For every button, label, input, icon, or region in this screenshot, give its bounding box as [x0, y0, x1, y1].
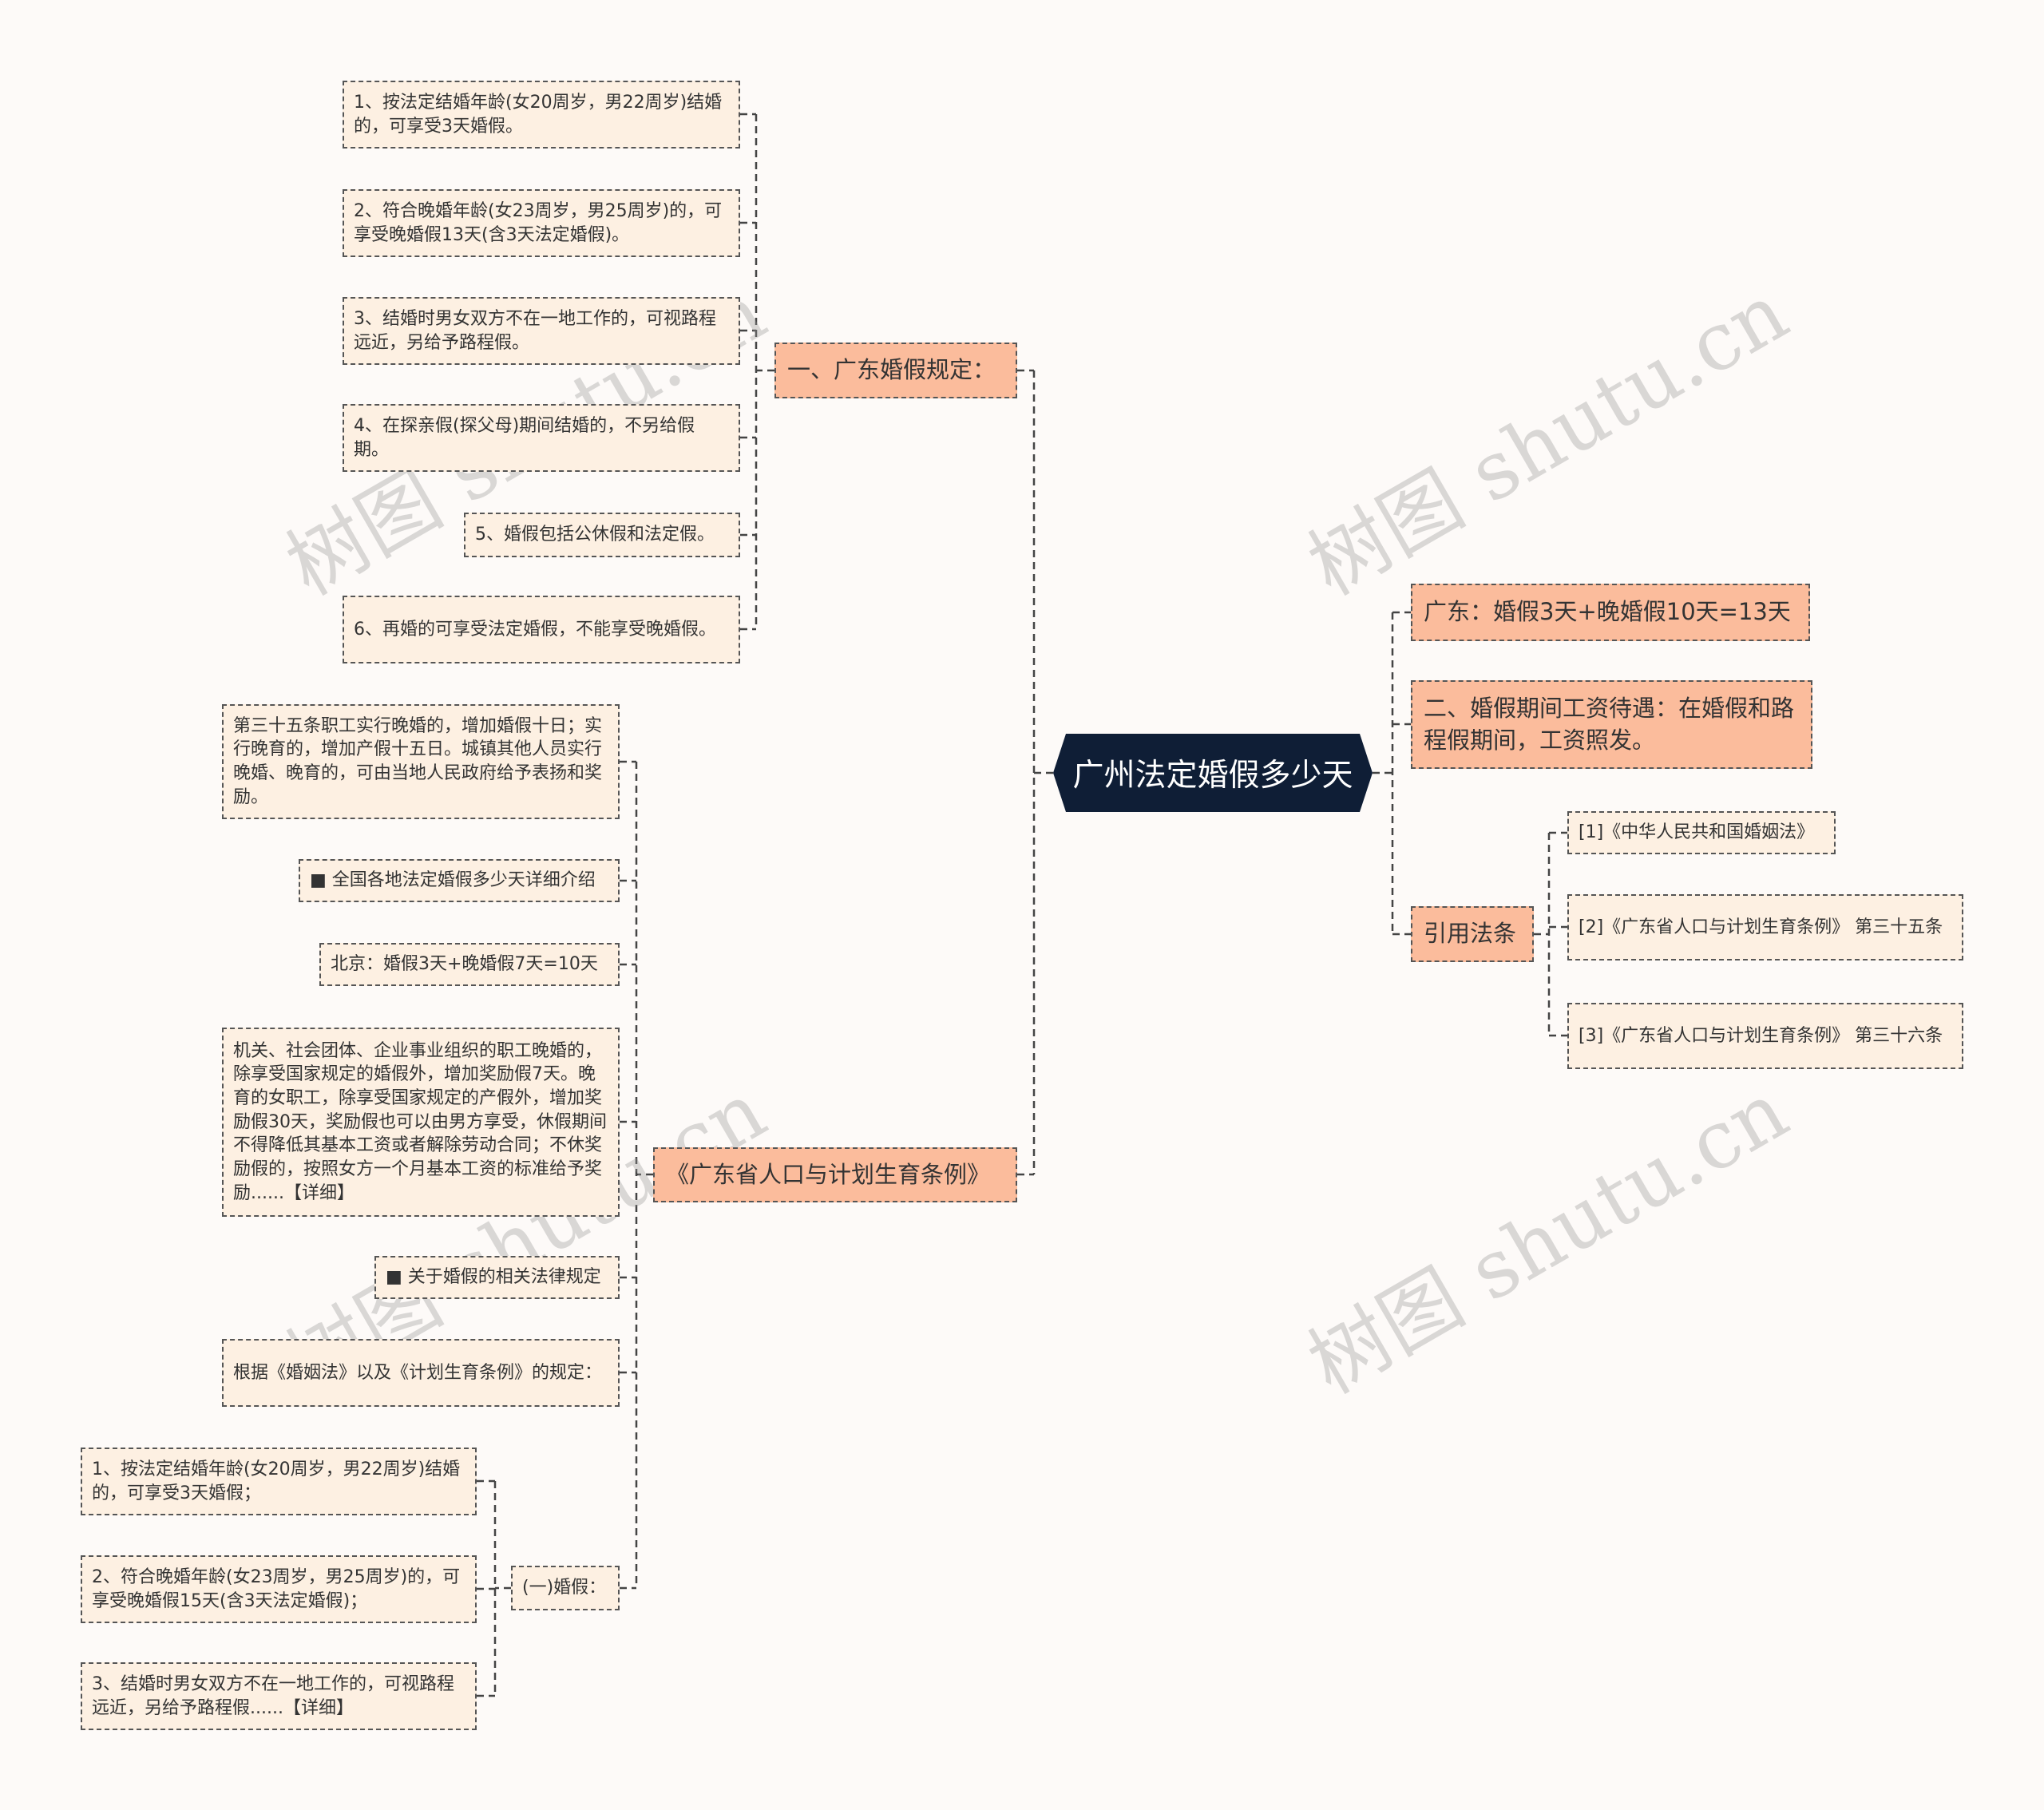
- connector-sub: [477, 1479, 511, 1697]
- reference-item[interactable]: [1]《中华人民共和国婚姻法》: [1567, 811, 1836, 854]
- list-item[interactable]: 3、结婚时男女双方不在一地工作的，可视路程远近，另给予路程假......【详细】: [81, 1662, 477, 1730]
- list-item[interactable]: 5、婚假包括公休假和法定假。: [464, 513, 740, 557]
- branch-salary[interactable]: 二、婚假期间工资待遇：在婚假和路程假期间，工资照发。: [1411, 680, 1812, 769]
- list-item[interactable]: ■ 关于婚假的相关法律规定: [374, 1256, 620, 1299]
- connector-branch2: [620, 760, 653, 1590]
- list-item[interactable]: 第三十五条职工实行晚婚的，增加婚假十日；实行晚育的，增加产假十五日。城镇其他人员…: [222, 704, 620, 819]
- branch-regulation[interactable]: 《广东省人口与计划生育条例》: [653, 1147, 1017, 1202]
- sub-node-marriage-leave[interactable]: (一)婚假：: [511, 1566, 620, 1610]
- reference-item[interactable]: [2]《广东省人口与计划生育条例》 第三十五条: [1567, 894, 1963, 960]
- central-topic[interactable]: 广州法定婚假多少天: [1053, 734, 1373, 812]
- branch-references[interactable]: 引用法条: [1411, 906, 1534, 962]
- list-item[interactable]: 3、结婚时男女双方不在一地工作的，可视路程远近，另给予路程假。: [343, 297, 740, 365]
- list-item[interactable]: ■ 全国各地法定婚假多少天详细介绍: [299, 859, 620, 902]
- connector-refs: [1534, 831, 1567, 1037]
- list-item[interactable]: 根据《婚姻法》以及《计划生育条例》的规定：: [222, 1339, 620, 1407]
- list-item[interactable]: 2、符合晚婚年龄(女23周岁，男25周岁)的，可享受晚婚假15天(含3天法定婚假…: [81, 1555, 477, 1623]
- branch-guangdong-rules[interactable]: 一、广东婚假规定：: [774, 343, 1017, 398]
- reference-item[interactable]: [3]《广东省人口与计划生育条例》 第三十六条: [1567, 1003, 1963, 1069]
- connector-center-right: [1373, 611, 1411, 936]
- list-item[interactable]: 4、在探亲假(探父母)期间结婚的，不另给假期。: [343, 404, 740, 472]
- list-item[interactable]: 6、再婚的可享受法定婚假，不能享受晚婚假。: [343, 596, 740, 663]
- connector-branch1: [740, 113, 774, 631]
- list-item[interactable]: 1、按法定结婚年龄(女20周岁，男22周岁)结婚的，可享受3天婚假；: [81, 1448, 477, 1515]
- connector-center-left: [1017, 369, 1053, 1176]
- branch-guangdong-total[interactable]: 广东：婚假3天+晚婚假10天=13天: [1411, 584, 1810, 641]
- list-item[interactable]: 机关、社会团体、企业事业组织的职工晚婚的，除享受国家规定的婚假外，增加奖励假7天…: [222, 1028, 620, 1217]
- list-item[interactable]: 2、符合晚婚年龄(女23周岁，男25周岁)的，可享受晚婚假13天(含3天法定婚假…: [343, 189, 740, 257]
- list-item[interactable]: 北京：婚假3天+晚婚假7天=10天: [319, 943, 620, 986]
- list-item[interactable]: 1、按法定结婚年龄(女20周岁，男22周岁)结婚的，可享受3天婚假。: [343, 81, 740, 149]
